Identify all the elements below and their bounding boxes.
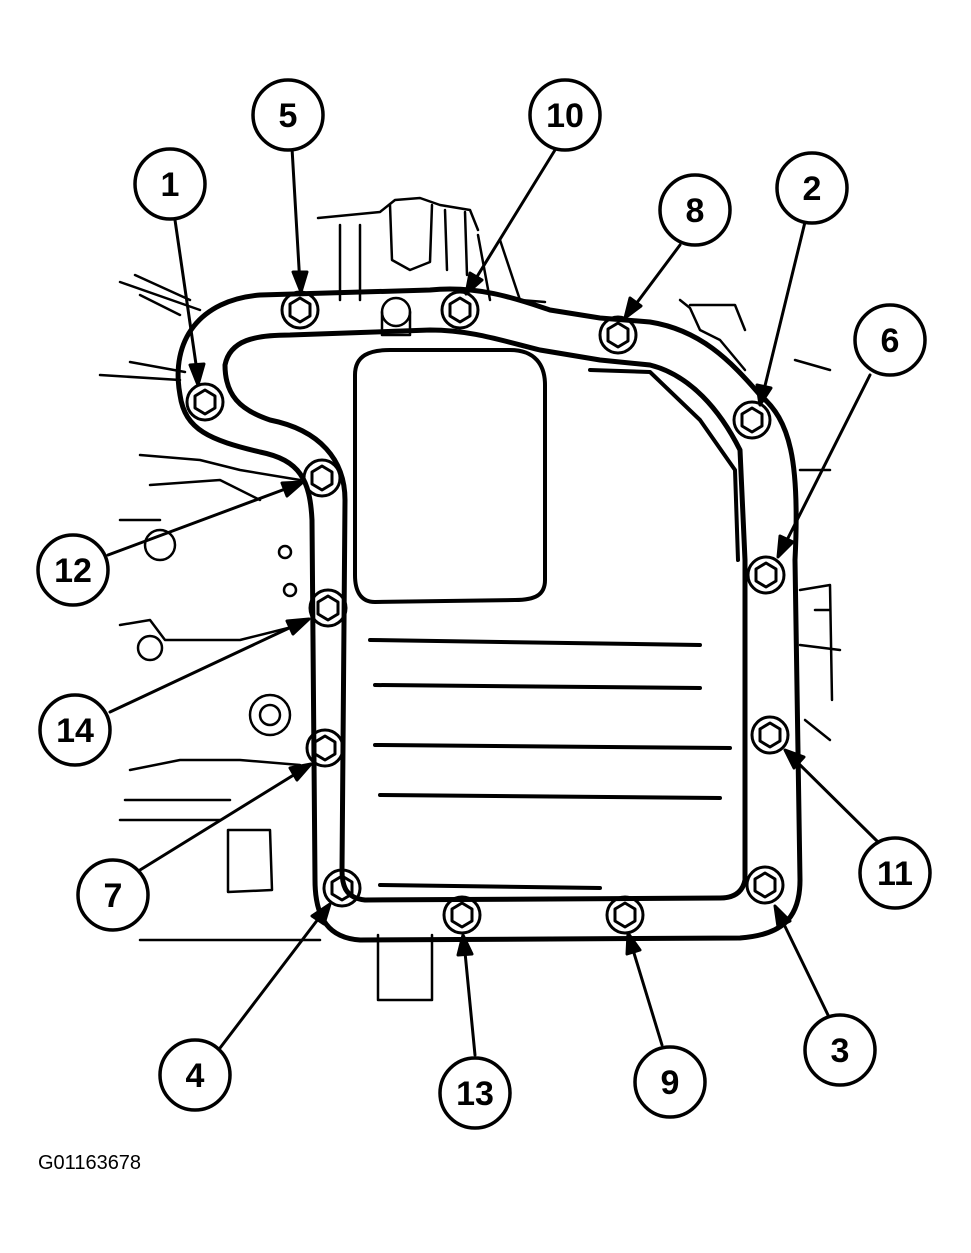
bolt-2 [732,400,772,440]
callout-label: 5 [279,97,298,135]
callout-label: 14 [56,712,94,750]
bolt-4 [322,868,362,908]
callout-3: 3 [803,1013,877,1087]
callout-label: 7 [104,877,123,915]
callout-7: 7 [76,858,150,932]
bolt-9 [605,895,645,935]
bolt-1 [185,382,225,422]
bolt-6 [746,555,786,595]
callout-14: 14 [38,693,112,767]
oil-pan-flange [175,286,803,943]
callout-label: 1 [161,166,180,204]
callout-5: 5 [251,78,325,152]
callout-4: 4 [158,1038,232,1112]
bolt-11 [750,715,790,755]
bolt-8 [598,315,638,355]
callout-9: 9 [633,1045,707,1119]
bolt-5 [280,290,320,330]
callout-6: 6 [853,303,927,377]
figure-id: G01163678 [38,1152,142,1174]
bolt-14 [308,588,348,628]
callout-label: 4 [186,1057,205,1095]
callout-2: 2 [775,151,849,225]
callout-label: 8 [686,192,705,230]
callout-label: 10 [546,97,584,135]
oil-pan-recess [353,348,740,890]
callout-label: 6 [881,322,900,360]
callout-label: 2 [803,170,822,208]
callout-label: 9 [661,1064,680,1102]
callout-1: 1 [133,147,207,221]
callout-label: 3 [831,1032,850,1070]
bolt-12 [302,458,342,498]
callout-13: 13 [438,1056,512,1130]
bolt-7 [305,728,345,768]
callout-10: 10 [528,78,602,152]
callout-11: 11 [858,836,932,910]
callout-label: 13 [456,1075,494,1113]
callout-12: 12 [36,533,110,607]
bolt-10 [440,290,480,330]
bolts [185,290,790,935]
bolt-13 [442,895,482,935]
callout-label: 11 [877,855,913,893]
bolt-3 [745,865,785,905]
callout-8: 8 [658,173,732,247]
leader-arrows [106,146,880,1057]
callout-label: 12 [54,552,92,590]
engine-background-lines [98,196,842,1002]
